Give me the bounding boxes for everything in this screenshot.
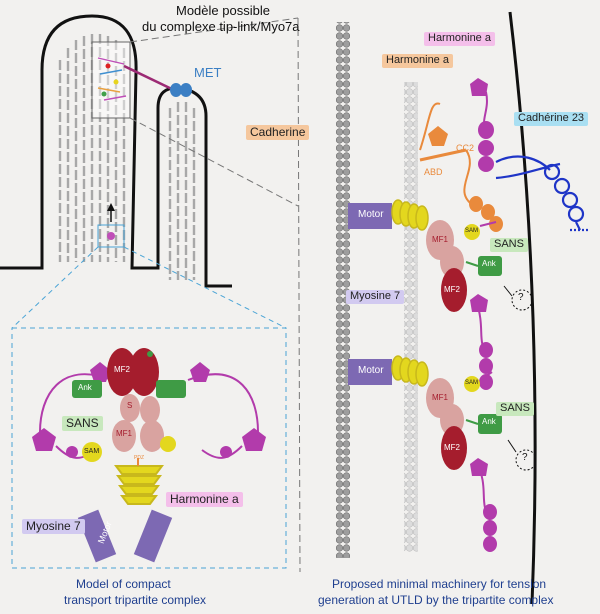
caption-left-line2: transport tripartite complex bbox=[64, 593, 207, 607]
sans-label-inset: SANS bbox=[62, 416, 103, 431]
sam-label-upper: SAM bbox=[465, 228, 479, 234]
motor-label-lower: Motor bbox=[358, 365, 384, 376]
mf1-label-lower: MF1 bbox=[432, 393, 448, 402]
inset-zoom-lines bbox=[11, 246, 287, 569]
actin-filaments bbox=[336, 22, 418, 558]
ank-label-upper: Ank bbox=[482, 259, 496, 268]
question-lower: ? bbox=[522, 452, 528, 463]
sam-label-lower: SAM bbox=[465, 380, 479, 386]
met-channel bbox=[170, 83, 192, 97]
stereocilia bbox=[0, 14, 232, 288]
cc2-label: CC2 bbox=[456, 143, 475, 153]
pdz-label-inset: PDZ bbox=[134, 455, 144, 461]
mf1-label-inset: MF1 bbox=[116, 429, 132, 438]
question-upper: ? bbox=[518, 292, 524, 303]
myosine-label-right: Myosine 7 bbox=[346, 290, 405, 304]
ank-label-inset-left: Ank bbox=[78, 383, 92, 392]
myosin-lower bbox=[348, 355, 537, 552]
mf2-label-lower: MF2 bbox=[444, 443, 460, 452]
ank-label-lower: Ank bbox=[482, 417, 496, 426]
harmonin-upper bbox=[419, 78, 503, 232]
membrane bbox=[508, 11, 537, 605]
sans-label-right1: SANS bbox=[490, 238, 528, 252]
myosine-label-inset: Myosine 7 bbox=[22, 519, 85, 534]
sam-label-inset: SAM bbox=[84, 448, 100, 455]
sans-label-right2: SANS bbox=[496, 402, 534, 416]
harmonine-label-top1: Harmonine a bbox=[424, 32, 495, 46]
harmonine-label-top2: Harmonine a bbox=[382, 54, 453, 68]
caption-right-line1: Proposed minimal machinery for tension bbox=[332, 577, 547, 591]
met-label: MET bbox=[194, 65, 222, 80]
s-label-inset: S bbox=[127, 401, 133, 410]
mf1-label-upper: MF1 bbox=[432, 235, 448, 244]
myosin-upper bbox=[348, 199, 533, 390]
abd-label: ABD bbox=[424, 167, 443, 177]
caption-right-line2: generation at UTLD by the tripartite com… bbox=[318, 593, 554, 607]
cadherin-23 bbox=[495, 155, 590, 232]
inset-complex bbox=[32, 348, 266, 563]
title-line1: Modèle possible bbox=[176, 3, 270, 18]
cadherine-label: Cadherine bbox=[246, 125, 310, 140]
title-line2: du complexe tip-link/Myo7a bbox=[142, 19, 300, 34]
motor-label-upper: Motor bbox=[358, 209, 384, 220]
caption-left-line1: Model of compact bbox=[76, 577, 171, 591]
harmonine-label-inset: Harmonine a bbox=[166, 492, 243, 507]
mf2-label-upper: MF2 bbox=[444, 285, 460, 294]
mf2-label-inset: MF2 bbox=[114, 365, 130, 374]
cadherine23-label: Cadhérine 23 bbox=[514, 112, 589, 126]
